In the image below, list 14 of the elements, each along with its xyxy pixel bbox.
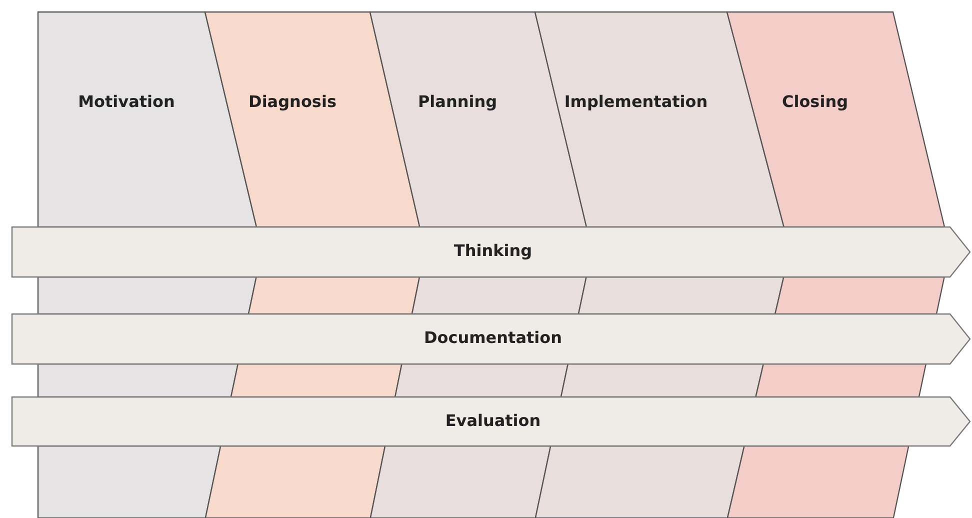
process-banner bbox=[12, 397, 970, 446]
arrow-label: Thinking bbox=[454, 241, 532, 260]
column-title: Diagnosis bbox=[248, 92, 336, 111]
column-title: Closing bbox=[782, 92, 848, 111]
process-banner bbox=[12, 314, 970, 364]
arrow-label: Evaluation bbox=[445, 410, 541, 430]
column-title: Implementation bbox=[564, 92, 708, 111]
phase-column bbox=[205, 12, 420, 227]
column-title: Motivation bbox=[78, 92, 175, 111]
phase-column bbox=[727, 12, 944, 227]
column-title: Planning bbox=[418, 92, 498, 111]
phase-column bbox=[535, 12, 784, 227]
arrow-label: Documentation bbox=[424, 328, 562, 347]
process-banner bbox=[12, 227, 970, 277]
